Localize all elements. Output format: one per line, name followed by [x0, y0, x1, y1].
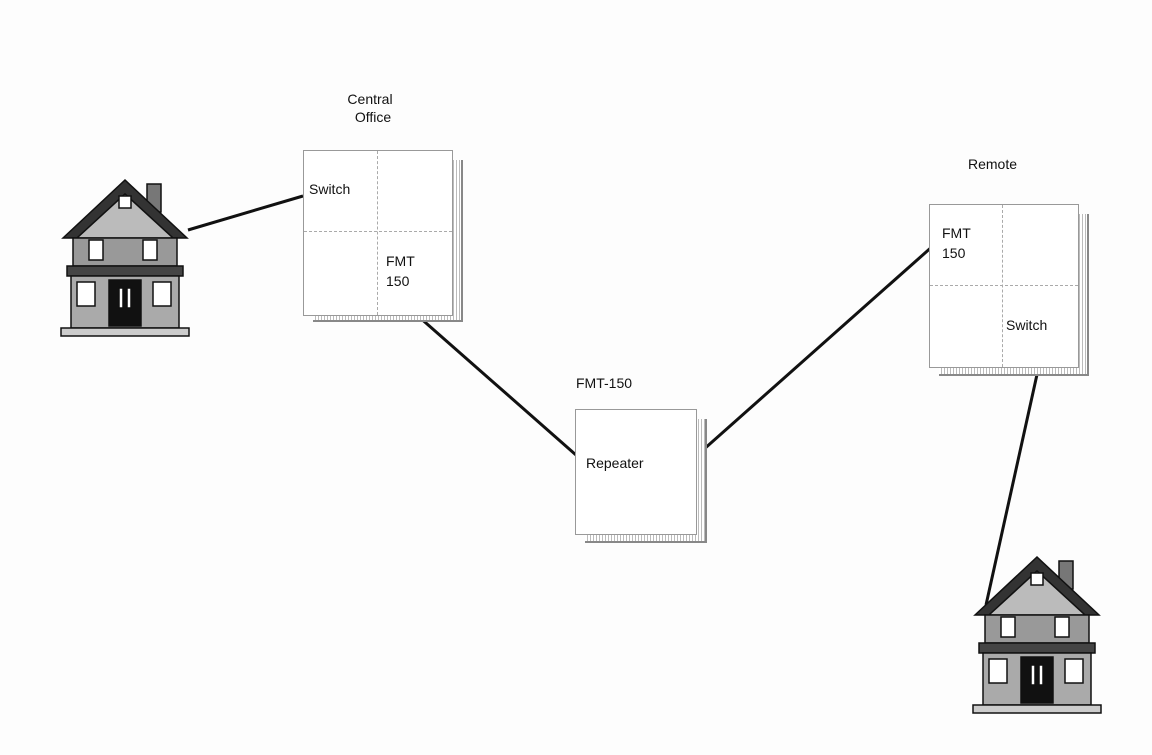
remote-switch-label: Switch	[1006, 317, 1048, 333]
line-central-to-repeater	[417, 314, 577, 457]
line-house-to-switch	[187, 194, 304, 232]
line-repeater-to-remote	[693, 243, 935, 460]
remote-fmt-line2: 150	[942, 245, 966, 261]
line-remote-to-house	[984, 369, 1040, 606]
central-office-title: Central Office	[340, 90, 400, 126]
remote-panel: FMT 150 Switch	[929, 204, 1079, 368]
central-office-panel: Switch FMT 150	[303, 150, 453, 316]
remote-fmt-line1: FMT	[942, 225, 971, 241]
central-office-fmt-label: FMT 150	[386, 251, 415, 291]
central-office-equipment: Switch FMT 150	[303, 150, 463, 322]
house-icon	[60, 178, 190, 337]
repeater-label: Repeater	[586, 455, 644, 471]
central-office-title-line2: Office	[354, 109, 392, 125]
central-office-fmt-line2: 150	[386, 273, 410, 289]
remote-equipment: FMT 150 Switch	[929, 204, 1089, 376]
repeater-equipment: Repeater	[575, 409, 707, 544]
repeater-panel: Repeater	[575, 409, 697, 535]
central-office-title-line1: Central	[347, 91, 393, 107]
central-office-fmt-line1: FMT	[386, 253, 415, 269]
remote-title: Remote	[968, 156, 1018, 172]
central-office-switch-label: Switch	[309, 181, 351, 197]
repeater-title: FMT-150	[576, 375, 633, 391]
house-icon	[972, 555, 1102, 714]
remote-fmt-label: FMT 150	[942, 223, 971, 263]
